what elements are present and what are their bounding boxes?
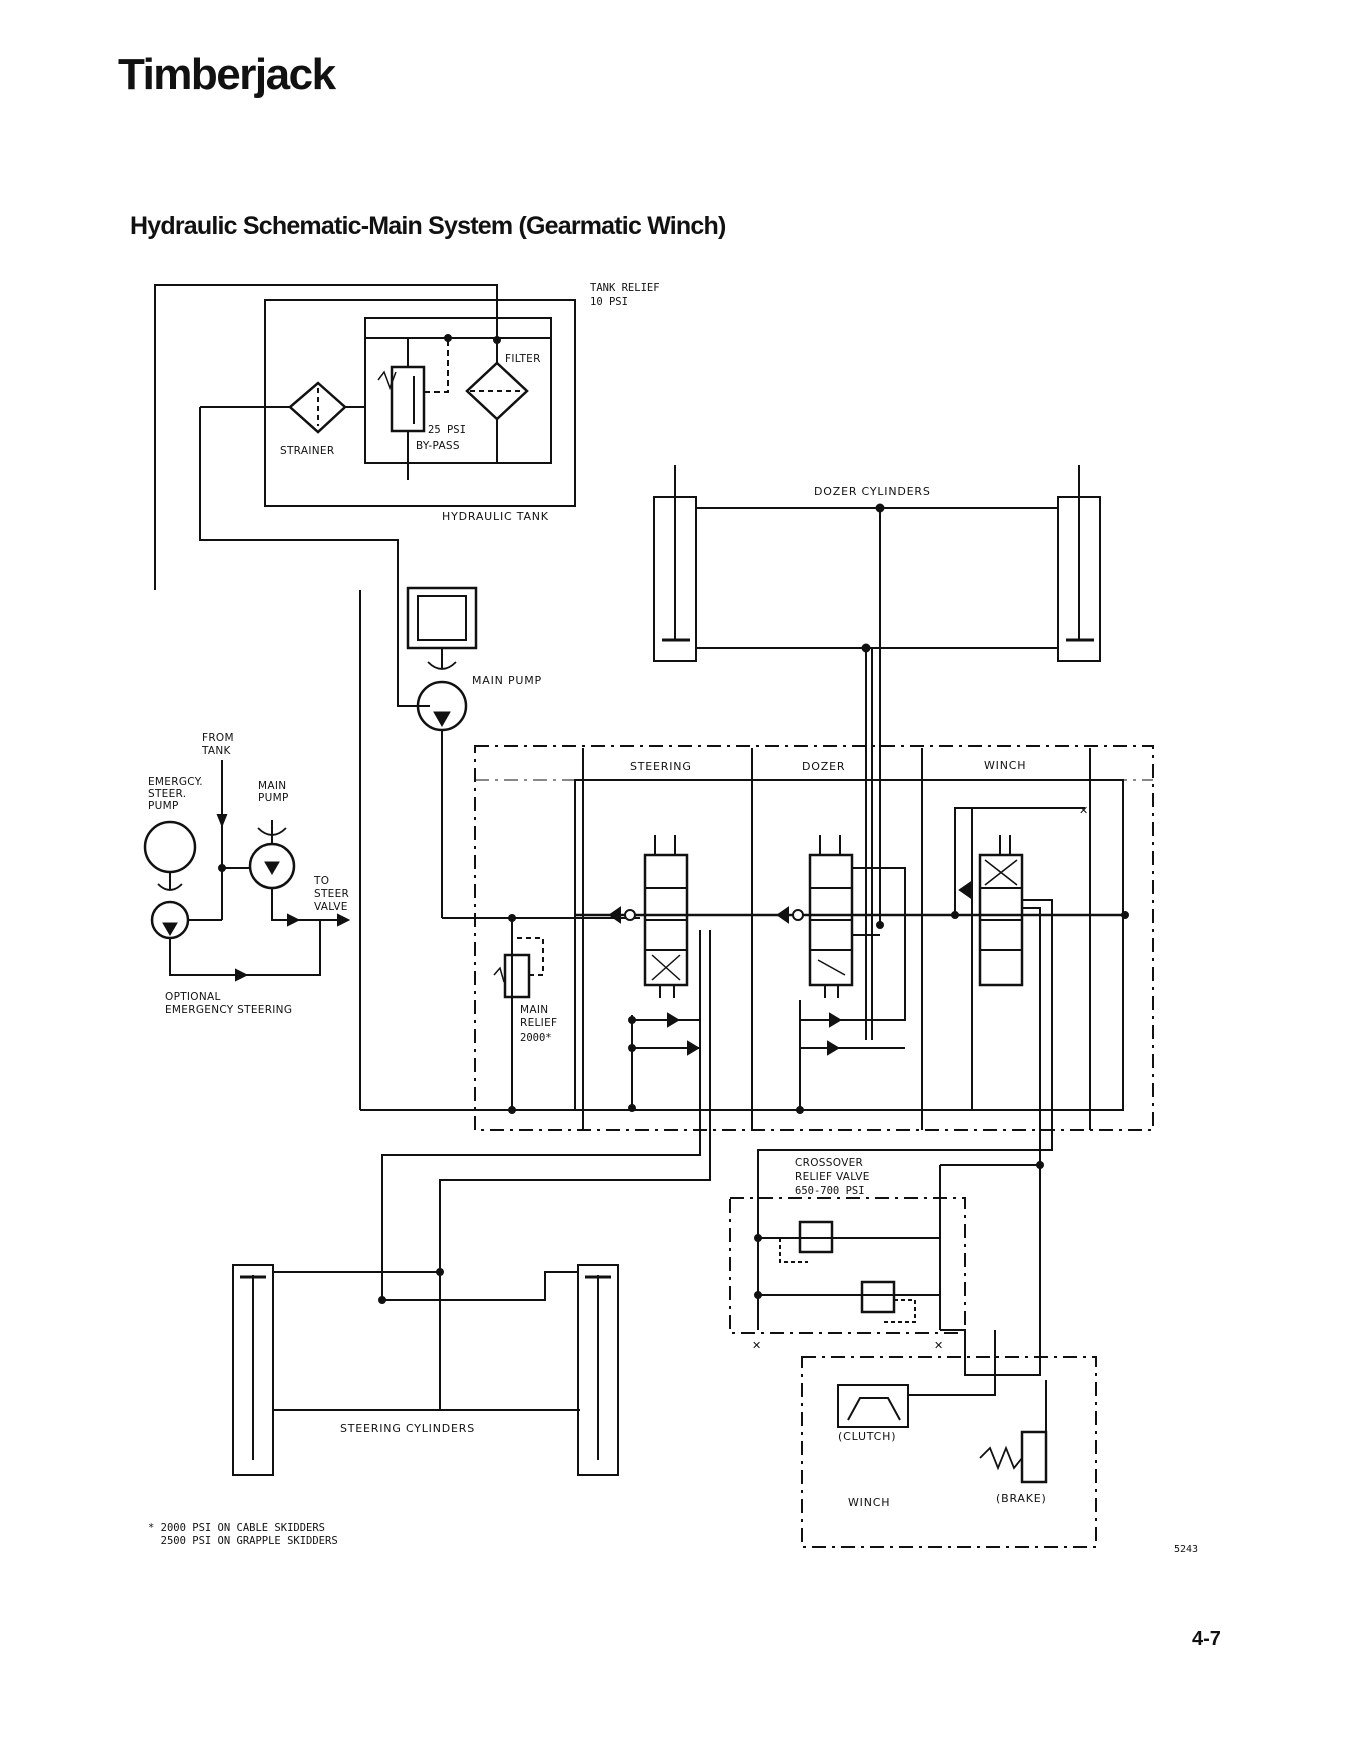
main-pump-label: MAIN PUMP (472, 674, 542, 687)
strainer-label: STRAINER (280, 445, 334, 457)
hydraulic-tank-group (154, 284, 576, 707)
brake-label: (BRAKE) (996, 1492, 1047, 1505)
to-steer-valve-label-2: STEER (314, 888, 349, 900)
diagram-labels: TANK RELIEF 10 PSI FILTER 25 PSI BY-PASS… (148, 282, 1047, 1509)
svg-text:✕: ✕ (752, 1339, 762, 1352)
main-relief-label-3: 2000* (520, 1032, 552, 1044)
filter-label: FILTER (505, 353, 541, 365)
hydraulic-tank-label: HYDRAULIC TANK (442, 510, 549, 523)
section-steering-label: STEERING (630, 760, 692, 773)
crossover-relief-group: ✕ ✕ (729, 1040, 1053, 1376)
emergency-steering-group (143, 760, 351, 982)
to-steer-valve-label-3: VALVE (314, 901, 348, 913)
svg-text:✕: ✕ (934, 1339, 944, 1352)
steering-cylinder-left (232, 1264, 274, 1476)
main-relief-label-2: RELIEF (520, 1017, 557, 1029)
section-winch-label: WINCH (984, 759, 1026, 772)
emergency-pump-label-2: STEER. (148, 788, 186, 800)
emergency-pump-label-3: PUMP (148, 800, 179, 812)
winch-box-group (801, 1330, 1097, 1548)
crossover-valve-2-icon (860, 1280, 896, 1314)
emergency-pump-motor-icon (143, 820, 197, 874)
bypass-label-1: 25 PSI (428, 424, 466, 436)
emergency-pump-label-1: EMERGCY. (148, 776, 203, 788)
strainer-icon (288, 381, 347, 434)
steering-cylinder-right (577, 1264, 619, 1476)
main-pump-small-label-1: MAIN (258, 780, 286, 792)
footnote: * 2000 PSI ON CABLE SKIDDERS 2500 PSI ON… (148, 1522, 338, 1548)
section-dozer-label: DOZER (802, 760, 845, 773)
page-number: 4-7 (1192, 1628, 1221, 1650)
brand-logo-text: Timberjack (118, 50, 336, 99)
crossover-valve-1-icon (798, 1220, 834, 1254)
steering-cylinders-group (232, 1130, 711, 1476)
to-steer-valve-label-1: TO (313, 875, 329, 887)
footnote-line-1: * 2000 PSI ON CABLE SKIDDERS (148, 1522, 326, 1534)
main-relief-label-1: MAIN (520, 1004, 548, 1016)
crossover-label-3: 650-700 PSI (795, 1185, 865, 1197)
winch-label: WINCH (848, 1496, 890, 1509)
main-pump-group (406, 586, 640, 919)
main-pump-small-label-2: PUMP (258, 792, 289, 804)
steering-cylinders-label: STEERING CYLINDERS (340, 1422, 475, 1435)
dozer-cylinders-group (653, 465, 1101, 1040)
clutch-label: (CLUTCH) (838, 1430, 896, 1443)
control-valve-block: ✕ (359, 590, 1154, 1150)
brake-icon (1020, 1430, 1048, 1484)
bypass-valve-icon (390, 365, 426, 433)
svg-text:✕: ✕ (1079, 804, 1089, 817)
main-relief-valve-icon (503, 953, 531, 999)
dozer-cylinders-label: DOZER CYLINDERS (814, 485, 931, 498)
footnote-line-2: 2500 PSI ON GRAPPLE SKIDDERS (148, 1535, 338, 1547)
optional-label-2: EMERGENCY STEERING (165, 1004, 292, 1016)
from-tank-label-2: TANK (201, 745, 232, 757)
figure-number: 5243 (1174, 1544, 1199, 1555)
tank-relief-label-2: 10 PSI (590, 296, 628, 308)
crossover-label-1: CROSSOVER (795, 1157, 863, 1169)
optional-label-1: OPTIONAL (165, 991, 221, 1003)
tank-relief-label-1: TANK RELIEF (590, 282, 660, 294)
clutch-icon (837, 1384, 909, 1428)
bypass-label-2: BY-PASS (416, 440, 460, 452)
page-title: Hydraulic Schematic-Main System (Gearmat… (130, 212, 726, 240)
from-tank-label-1: FROM (202, 732, 234, 744)
crossover-label-2: RELIEF VALVE (795, 1171, 870, 1183)
check-valve-icon (287, 913, 301, 927)
